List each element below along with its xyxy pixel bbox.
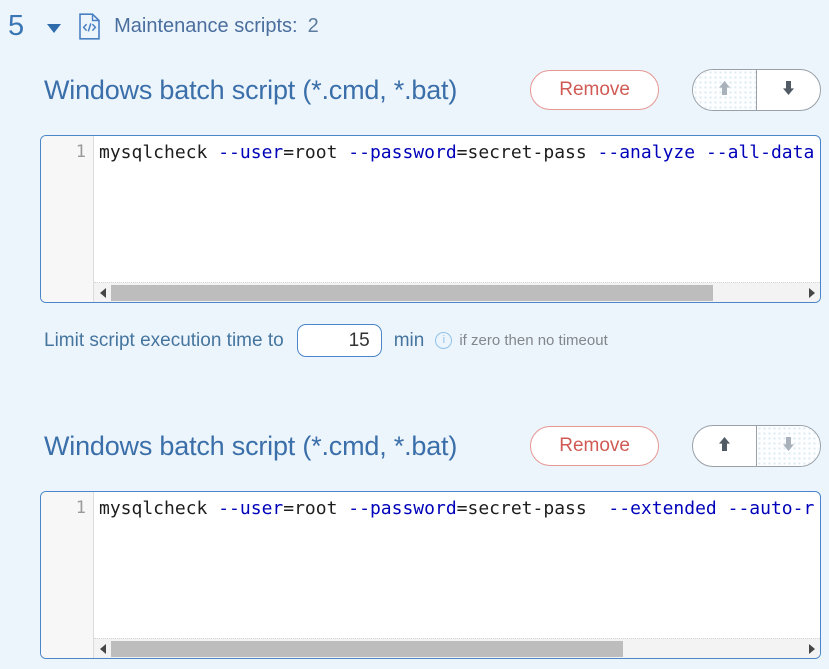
code-token (695, 142, 706, 163)
scrollbar-left-arrow[interactable] (94, 287, 111, 298)
line-number: 1 (75, 498, 86, 518)
code-token: = (456, 142, 468, 163)
script-1-head: Windows batch script (*.cmd, *.bat) Remo… (44, 69, 821, 111)
section-number: 5 (8, 9, 25, 42)
scrollbar-bar[interactable] (94, 282, 820, 302)
editor-main: 1 mysqlcheck --user=root --password=secr… (41, 492, 820, 638)
scrollbar-thumb[interactable] (111, 640, 624, 657)
code-input-area[interactable]: mysqlcheck --user=root --password=secret… (94, 136, 820, 282)
scrollbar-left-arrow[interactable] (94, 643, 111, 654)
code-token: --all-data (705, 142, 815, 163)
line-number-gutter: 1 (41, 492, 94, 638)
code-token: --extended (608, 498, 717, 519)
gutter-stub (41, 638, 94, 658)
remove-button[interactable]: Remove (530, 426, 659, 466)
arrow-up-icon (717, 80, 732, 101)
line-number: 1 (75, 142, 86, 162)
maintenance-scripts-header: 5 Maintenance scripts: 2 (0, 0, 829, 43)
arrow-down-icon (781, 80, 796, 101)
script-card-2: Windows batch script (*.cmd, *.bat) Remo… (0, 425, 829, 659)
reorder-buttons (692, 69, 821, 111)
arrow-down-icon (781, 436, 796, 457)
arrow-up-icon (717, 436, 732, 457)
scripts-count: 2 (307, 14, 319, 37)
code-token: secret-pass (467, 498, 609, 519)
script-2-head: Windows batch script (*.cmd, *.bat) Remo… (44, 425, 821, 467)
code-token: = (283, 142, 295, 163)
code-token: secret-pass (467, 142, 598, 163)
move-down-button[interactable] (756, 70, 820, 110)
scrollbar-right-arrow[interactable] (803, 287, 820, 298)
triangle-left-icon (99, 287, 106, 298)
code-token: --password (348, 142, 457, 163)
code-token: --user (218, 498, 284, 519)
line-number-gutter: 1 (41, 136, 94, 282)
move-down-button[interactable] (756, 426, 820, 466)
info-icon[interactable]: i (435, 332, 453, 349)
reorder-buttons (692, 425, 821, 467)
script-file-icon (78, 12, 101, 40)
code-token: mysqlcheck (99, 142, 219, 163)
move-up-button[interactable] (693, 70, 756, 110)
triangle-left-icon (99, 643, 106, 654)
script-1-title: Windows batch script (*.cmd, *.bat) (44, 74, 458, 105)
scrollbar-bar[interactable] (94, 638, 820, 658)
gutter-stub (41, 282, 94, 302)
triangle-right-icon (808, 287, 815, 298)
limit-label: Limit script execution time to (44, 329, 284, 351)
code-token: = (456, 498, 468, 519)
scrollbar-track[interactable] (111, 284, 803, 301)
code-token: root (294, 498, 349, 519)
limit-minutes-input[interactable] (296, 324, 382, 357)
script-card-1: Windows batch script (*.cmd, *.bat) Remo… (0, 69, 829, 357)
code-token: root (294, 142, 349, 163)
move-up-button[interactable] (693, 426, 756, 466)
limit-execution-row: Limit script execution time to min i if … (44, 324, 829, 357)
collapse-arrow-icon[interactable] (47, 23, 62, 33)
scrollbar-track[interactable] (111, 640, 803, 657)
code-editor: 1 mysqlcheck --user=root --password=secr… (40, 491, 821, 659)
code-token: = (283, 498, 295, 519)
horizontal-scrollbar (41, 282, 820, 302)
limit-hint: if zero then no timeout (459, 332, 608, 349)
code-token: --password (348, 498, 457, 519)
limit-unit-label: min (393, 329, 425, 351)
triangle-right-icon (808, 643, 815, 654)
code-token (717, 498, 728, 519)
code-input-area[interactable]: mysqlcheck --user=root --password=secret… (94, 492, 820, 638)
scrollbar-thumb[interactable] (111, 284, 714, 301)
code-token: --analyze (597, 142, 696, 163)
code-editor: 1 mysqlcheck --user=root --password=secr… (40, 135, 821, 303)
code-line: mysqlcheck --user=root --password=secret… (99, 142, 820, 165)
code-token: mysqlcheck (99, 498, 219, 519)
header-title: Maintenance scripts: (114, 14, 298, 37)
code-token: --user (218, 142, 284, 163)
editor-main: 1 mysqlcheck --user=root --password=secr… (41, 136, 820, 282)
code-token: --auto-r (727, 498, 815, 519)
remove-button[interactable]: Remove (530, 70, 659, 110)
scrollbar-right-arrow[interactable] (803, 643, 820, 654)
code-line: mysqlcheck --user=root --password=secret… (99, 498, 820, 521)
script-2-title: Windows batch script (*.cmd, *.bat) (44, 430, 458, 461)
horizontal-scrollbar (41, 638, 820, 658)
